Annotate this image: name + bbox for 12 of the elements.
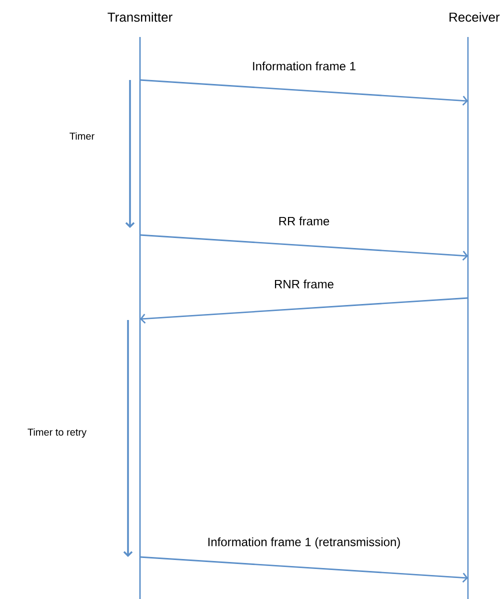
edge-label: RR frame <box>279 216 330 226</box>
message-arrow <box>140 234 468 261</box>
edge-label: Information frame 1 (retransmission) <box>208 537 400 549</box>
message-arrow <box>140 79 468 106</box>
edge-label: Information frame 1 <box>253 62 356 70</box>
message-arrow <box>140 297 468 324</box>
message-arrow <box>140 556 468 583</box>
timer-label: Timer to retry <box>28 428 87 438</box>
timer-label: Timer <box>70 132 94 140</box>
lifeline-heading: Receiver <box>450 12 500 22</box>
edge-label: RNR frame <box>275 280 334 288</box>
lifeline-heading: Transmitter <box>108 12 172 22</box>
